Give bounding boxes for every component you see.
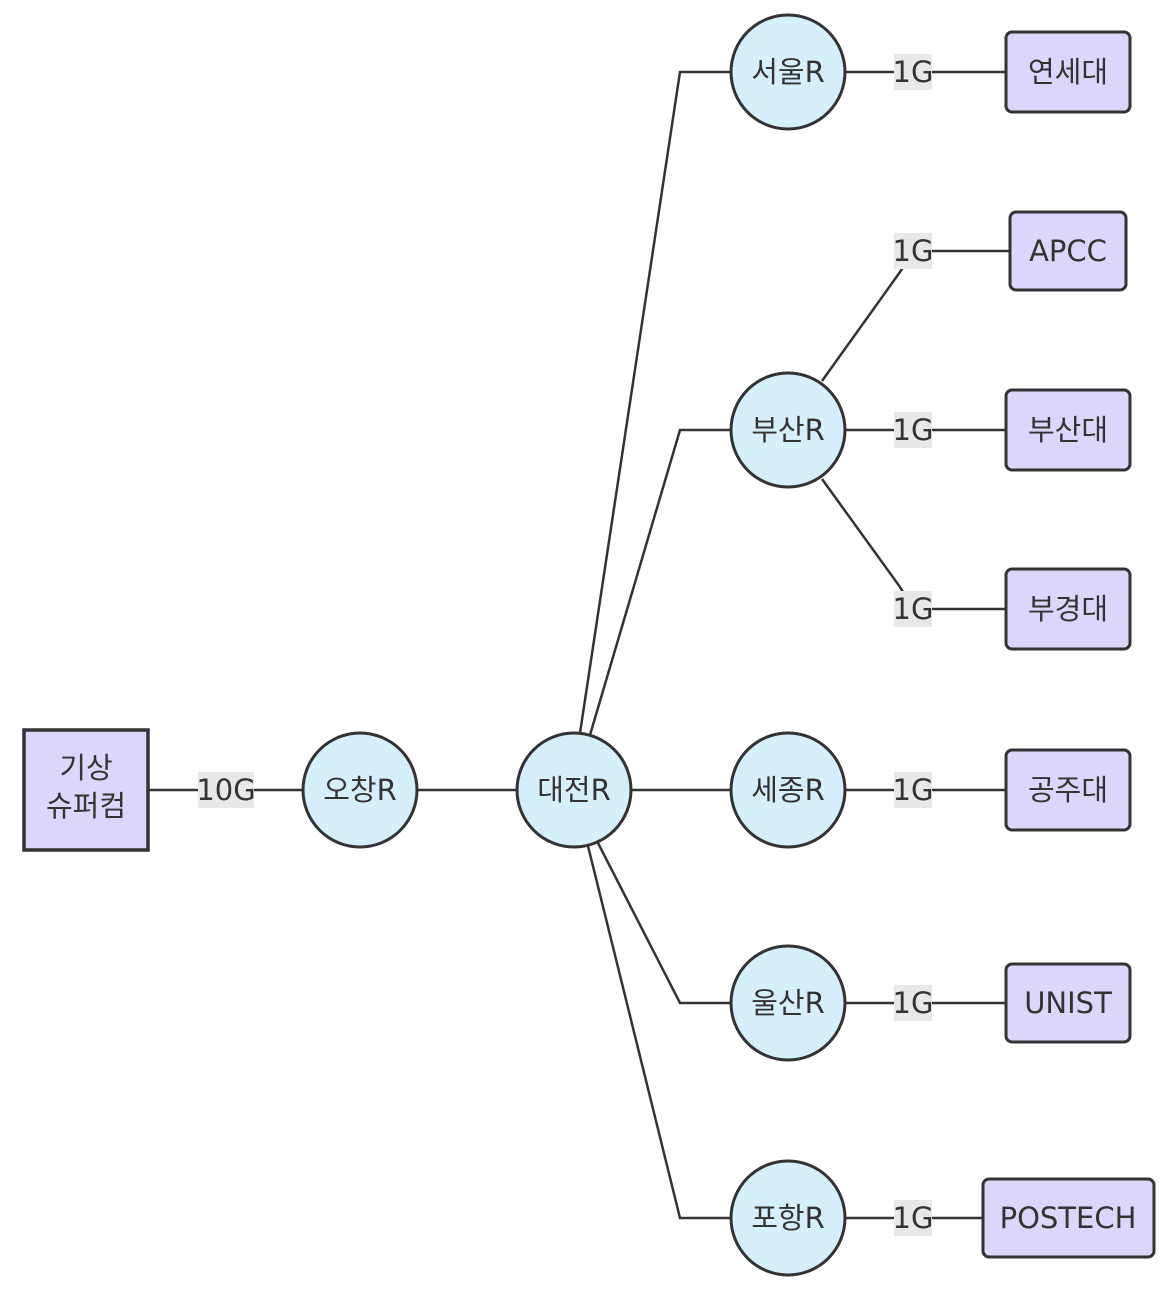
node-seoul-router: 서울R <box>729 13 847 131</box>
edge-daejeon-pohang <box>586 845 730 1220</box>
edges <box>148 70 1010 1220</box>
node-supercomputer: 기상 슈퍼컴 <box>22 728 150 852</box>
node-ulsan-label: 울산R <box>751 986 825 1020</box>
node-unist: UNIST <box>1004 962 1132 1044</box>
node-sejong-router: 세종R <box>729 731 847 849</box>
edge-busan-apcc <box>820 249 1010 382</box>
nodes: 기상 슈퍼컴 오창R 대전R 서울R 부산R 세종R 울산R <box>22 13 1156 1277</box>
node-kongju: 공주대 <box>1004 748 1132 832</box>
edge-label-busan-pknu: 1G <box>893 591 934 627</box>
node-postech-label: POSTECH <box>1000 1201 1137 1235</box>
edge-labels: 10G 1G 1G 1G 1G 1G 1G 1G <box>196 54 933 1236</box>
node-postech: POSTECH <box>981 1177 1156 1259</box>
edge-label-text: 1G <box>893 986 934 1020</box>
edge-daejeon-seoul <box>578 70 730 734</box>
node-yonsei-label: 연세대 <box>1028 55 1108 89</box>
edge-label-seoul-yonsei: 1G <box>893 54 934 90</box>
node-sejong-label: 세종R <box>751 773 825 807</box>
node-daejeon-label: 대전R <box>537 773 611 807</box>
node-seoul-label: 서울R <box>751 55 825 89</box>
edge-label-busan-apcc: 1G <box>893 233 934 269</box>
edge-label-pohang-postech: 1G <box>893 1200 934 1236</box>
node-busan-label: 부산R <box>751 413 825 447</box>
node-pnu-label: 부산대 <box>1028 413 1108 447</box>
edge-label-supercom-ochang: 10G <box>196 772 256 808</box>
edge-label-text: 1G <box>893 1201 934 1235</box>
node-yonsei: 연세대 <box>1004 30 1132 114</box>
node-ulsan-router: 울산R <box>729 944 847 1062</box>
node-busan-router: 부산R <box>729 371 847 489</box>
edge-label-text: 1G <box>893 592 934 626</box>
edge-daejeon-ulsan <box>596 842 730 1005</box>
node-pohang-label: 포항R <box>751 1201 825 1235</box>
node-supercomputer-line1: 기상 <box>59 751 112 785</box>
node-kongju-label: 공주대 <box>1028 773 1108 807</box>
edge-label-text: 1G <box>893 773 934 807</box>
node-apcc-label: APCC <box>1029 234 1107 268</box>
edge-daejeon-busan <box>588 428 730 736</box>
edge-label-text: 1G <box>893 55 934 89</box>
edge-label-text: 1G <box>893 234 934 268</box>
node-ochang-label: 오창R <box>323 773 397 807</box>
edge-busan-pknu <box>820 478 1006 611</box>
node-pnu: 부산대 <box>1004 388 1132 472</box>
node-unist-label: UNIST <box>1024 986 1112 1020</box>
node-daejeon-router: 대전R <box>515 731 633 849</box>
edge-label-ulsan-unist: 1G <box>893 985 934 1021</box>
edge-label-busan-pnu: 1G <box>893 412 934 448</box>
edge-label-text: 10G <box>196 773 255 807</box>
node-pknu: 부경대 <box>1004 567 1132 651</box>
edge-label-sejong-kongju: 1G <box>893 772 934 808</box>
node-apcc: APCC <box>1008 210 1128 292</box>
edge-label-text: 1G <box>893 413 934 447</box>
node-pknu-label: 부경대 <box>1028 592 1108 626</box>
node-ochang-router: 오창R <box>301 731 419 849</box>
node-supercomputer-line2: 슈퍼컴 <box>46 789 126 823</box>
node-pohang-router: 포항R <box>729 1159 847 1277</box>
